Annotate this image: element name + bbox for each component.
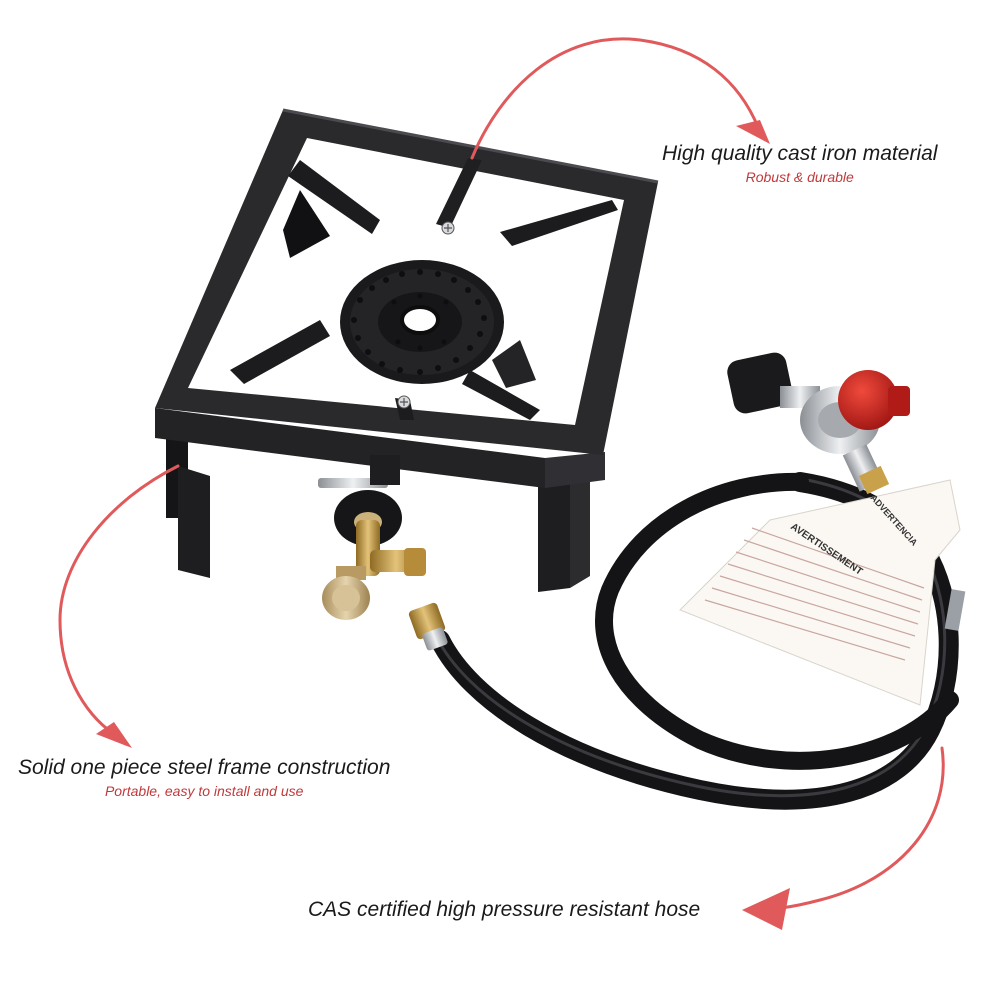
cast-iron-burner bbox=[340, 221, 504, 409]
arrow-iron-head bbox=[736, 120, 770, 144]
warning-tag: AVERTISSEMENT ADVERTENCIA bbox=[679, 479, 966, 706]
hose-brass-fitting bbox=[408, 602, 448, 651]
callout-hose-title: CAS certified high pressure resistant ho… bbox=[308, 898, 701, 921]
arrow-iron bbox=[470, 37, 762, 160]
callout-hose: CAS certified high pressure resistant ho… bbox=[308, 898, 700, 922]
arrow-frame bbox=[58, 464, 180, 740]
callout-steel-frame-subtitle: Portable, easy to install and use bbox=[104, 783, 304, 799]
callout-cast-iron-title: High quality cast iron material bbox=[662, 142, 938, 165]
pressure-regulator bbox=[727, 352, 910, 495]
callout-arrows bbox=[58, 37, 945, 930]
callout-steel-frame-title: Solid one piece steel frame construction bbox=[18, 756, 391, 779]
callout-steel-frame: Solid one piece steel frame construction… bbox=[18, 756, 390, 799]
arrow-hose-head bbox=[742, 888, 790, 930]
callout-cast-iron-subtitle: Robust & durable bbox=[745, 169, 854, 185]
arrow-frame-head bbox=[96, 722, 132, 748]
burner-valve bbox=[318, 455, 426, 620]
arrow-hose bbox=[748, 746, 945, 912]
callout-cast-iron: High quality cast iron material Robust &… bbox=[662, 142, 937, 185]
